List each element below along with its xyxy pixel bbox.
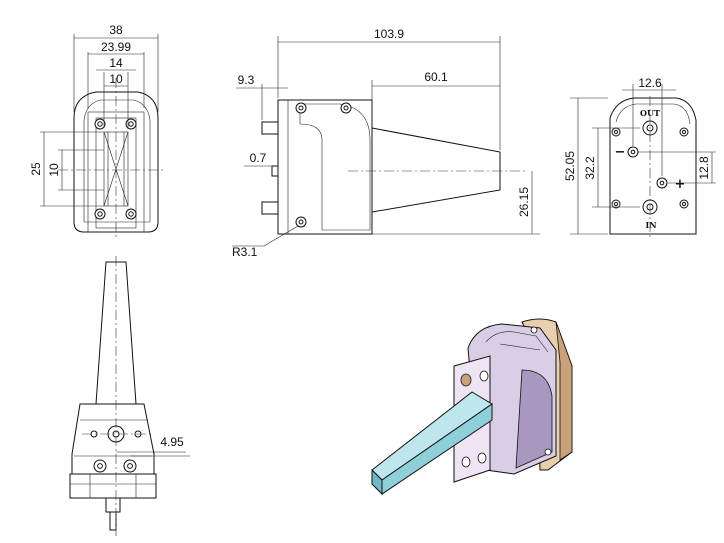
dim-side-nozzle-length: 60.1	[424, 70, 448, 84]
dim-front-width-mid: 23.99	[101, 40, 131, 54]
side-view: 103.9 60.1 9.3 0.7 26.15 R3.1	[232, 27, 540, 259]
dim-side-center-height: 26.15	[517, 187, 531, 217]
label-plus: +	[675, 177, 686, 192]
dim-front-width-inner: 14	[109, 56, 123, 70]
dim-rear-height-overall: 52.05	[563, 151, 577, 181]
dim-rear-height-ports: 32.2	[583, 156, 597, 180]
front-view: 38 23.99 14 10 25 10	[29, 23, 166, 238]
dim-side-flange-thickness: 9.3	[238, 73, 255, 87]
dim-rear-port-spacing: 12.6	[638, 76, 662, 90]
dim-rear-offset: 12.8	[697, 156, 711, 180]
dim-side-radius: R3.1	[232, 245, 258, 259]
dim-front-height-inner: 10	[47, 163, 61, 177]
bottom-view: 4.95	[69, 256, 190, 536]
dim-front-height-outer: 25	[29, 162, 43, 176]
isometric-view	[371, 318, 573, 496]
dim-side-gap: 0.7	[250, 151, 267, 165]
dim-bottom-offset: 4.95	[160, 435, 184, 449]
rear-view: OUT IN − + 12.6 52.05 32.2 12.8	[563, 76, 716, 238]
label-out: OUT	[640, 108, 660, 118]
label-minus: −	[615, 145, 626, 160]
dim-front-width-slot: 10	[109, 72, 123, 86]
dim-side-overall-length: 103.9	[374, 27, 404, 41]
dim-front-width-outer: 38	[109, 23, 123, 37]
label-in: IN	[645, 220, 656, 230]
